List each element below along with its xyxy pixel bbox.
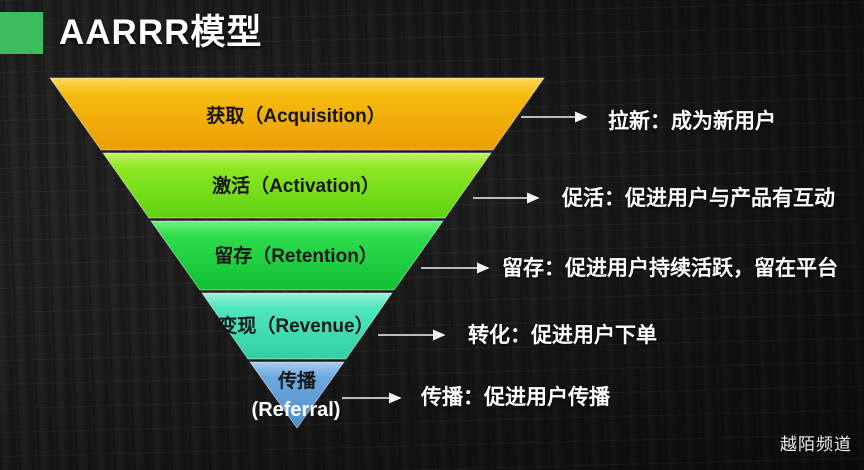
funnel-layer-retention — [150, 220, 444, 291]
funnel-sublabel-referral: (Referral) — [252, 399, 341, 421]
annotation-activation: 促活：促进用户与产品有互动 — [562, 187, 835, 210]
funnel-layer-referral — [249, 361, 345, 429]
page-title: AARRR模型 — [59, 13, 263, 52]
funnel-label-referral: 传播 — [277, 369, 317, 392]
funnel-label-retention: 留存（Retention） — [214, 244, 378, 267]
watermark: 越陌频道 — [780, 435, 852, 454]
funnel-layer-revenue — [201, 292, 393, 360]
funnel-layer-acquisition — [49, 77, 545, 151]
annotation-acquisition: 拉新：成为新用户 — [608, 110, 776, 133]
funnel-label-activation: 激活（Activation） — [212, 174, 380, 197]
title-accent-square — [0, 12, 43, 54]
annotation-revenue: 转化：促进用户下单 — [468, 324, 657, 347]
funnel-layer-activation — [102, 152, 492, 219]
annotation-retention: 留存：促进用户持续活跃，留在平台 — [502, 257, 838, 280]
funnel-label-revenue: 变现（Revenue） — [218, 314, 373, 337]
funnel-label-acquisition: 获取（Acquisition） — [206, 104, 385, 127]
annotation-referral: 传播：促进用户传播 — [421, 386, 610, 409]
